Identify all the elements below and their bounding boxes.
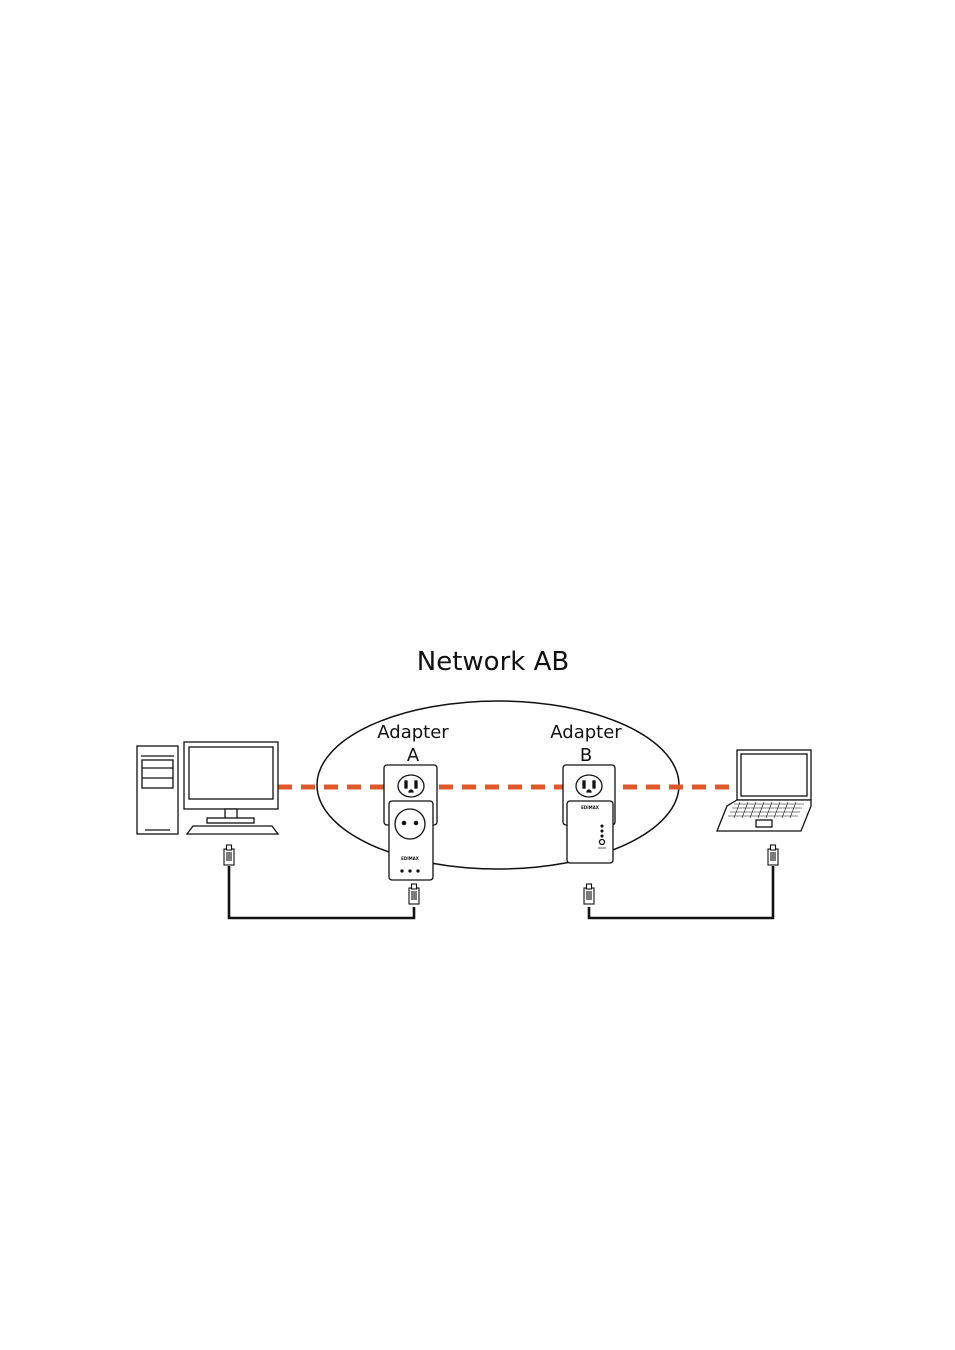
adapter-a-brand: EDIMAX (401, 856, 419, 861)
powerline-adapter-icon (567, 801, 613, 863)
ethernet-cable-a (229, 866, 414, 918)
rj45-plug-icon (224, 845, 234, 865)
diagram-title: Network AB (417, 647, 569, 677)
rj45-plug-icon (768, 845, 778, 865)
powerline-adapter-b: EDIMAX (563, 765, 615, 863)
adapter-b-label: Adapter (550, 722, 622, 743)
adapter-a-letter: A (407, 745, 420, 766)
adapter-b-letter: B (580, 745, 592, 766)
adapter-a-label: Adapter (377, 722, 449, 743)
desktop-computer-icon (137, 742, 278, 834)
laptop-icon (717, 750, 811, 831)
rj45-plug-icon (409, 884, 419, 904)
adapter-b-brand: EDIMAX (581, 805, 599, 810)
powerline-adapter-a: EDIMAX (384, 765, 437, 880)
rj45-plug-icon (584, 884, 594, 904)
powerline-adapter-icon (389, 801, 433, 880)
ethernet-cable-b (589, 866, 773, 918)
